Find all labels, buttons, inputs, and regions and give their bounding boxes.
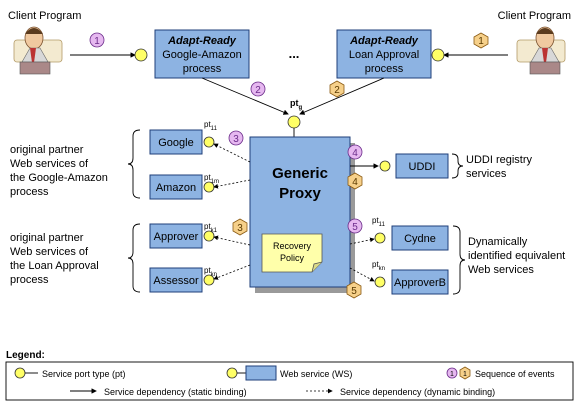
- uddi-port: [379, 160, 391, 172]
- loan-process-port: [431, 48, 445, 62]
- left-top-note-3: the Google-Amazon: [10, 172, 108, 184]
- legend-seq-hex: 1: [459, 366, 471, 380]
- svg-text:1: 1: [463, 371, 467, 378]
- event-3-circle-marker: 3: [228, 130, 244, 146]
- event-4-circle-marker: 4: [347, 144, 363, 160]
- google-port-label: pt11: [204, 120, 218, 132]
- google-amazon-process-box: [154, 29, 250, 79]
- loan-approval-process-box: [336, 29, 432, 79]
- amazon-port-label: pt1m: [204, 173, 219, 185]
- assessor-port: [203, 274, 215, 286]
- svg-text:4: 4: [352, 177, 358, 188]
- google-process-title: Adapt-Ready: [167, 35, 237, 47]
- google-service-label: Google: [158, 137, 193, 149]
- svg-text:Recovery: Recovery: [273, 241, 312, 251]
- brace-right-uddi: [451, 153, 464, 179]
- recovery-policy-note: Recovery Policy: [261, 233, 323, 273]
- google-service-box: [149, 129, 203, 155]
- amazon-service-label: Amazon: [156, 182, 196, 194]
- event-1-circle-marker: 1: [89, 32, 105, 48]
- left-bottom-note-4: process: [10, 274, 49, 286]
- right-dynamic-note-2: identified equivalent: [468, 250, 565, 262]
- google-process-port: [134, 48, 148, 62]
- event-1-hex-marker: 1: [473, 32, 489, 49]
- svg-text:1: 1: [478, 36, 484, 47]
- left-top-note-1: original partner: [10, 144, 84, 156]
- client-person-left-icon: [13, 26, 63, 75]
- svg-text:5: 5: [351, 286, 357, 297]
- assessor-service-label: Assessor: [153, 275, 199, 287]
- approverb-port: [374, 276, 386, 288]
- svg-text:1: 1: [450, 371, 454, 378]
- loan-process-line1: Loan Approval: [349, 49, 419, 61]
- svg-text:3: 3: [237, 223, 243, 234]
- google-port: [203, 136, 215, 148]
- proxy-title-line1: Generic: [272, 165, 328, 182]
- uddi-service-box: [395, 153, 449, 179]
- legend-port-type: Service port type (pt): [42, 369, 126, 379]
- loan-process-title: Adapt-Ready: [349, 35, 419, 47]
- google-process-line2: process: [183, 63, 222, 75]
- legend-box: [5, 361, 574, 401]
- legend-ws-port-swatch: [226, 367, 238, 379]
- event-4-hex-marker: 4: [347, 172, 363, 190]
- svg-text:Policy: Policy: [280, 253, 305, 263]
- right-uddi-note-1: UDDI registry: [466, 154, 533, 166]
- legend-title: Legend:: [6, 350, 45, 361]
- proxy-port-label: ptg: [290, 98, 303, 111]
- approver-service-box: [149, 223, 203, 249]
- proxy-title-line2: Proxy: [279, 185, 321, 202]
- approverb-port-label: ptkn: [372, 260, 385, 272]
- loan-process-line2: process: [365, 63, 404, 75]
- client-program-right-label: Client Program: [498, 10, 571, 22]
- svg-text:4: 4: [352, 148, 358, 159]
- cydne-port: [374, 232, 386, 244]
- amazon-service-box: [149, 174, 203, 200]
- left-top-note-2: Web services of: [10, 158, 89, 170]
- svg-text:1: 1: [94, 36, 100, 47]
- svg-text:5: 5: [352, 222, 358, 233]
- legend-static: Service dependency (static binding): [104, 387, 247, 397]
- assessor-port-label: ptkn: [204, 266, 217, 278]
- right-dynamic-note-3: Web services: [468, 264, 534, 276]
- approverb-service-box: [391, 269, 449, 295]
- left-bottom-note-3: the Loan Approval: [10, 260, 99, 272]
- assessor-service-box: [149, 267, 203, 293]
- svg-text:2: 2: [334, 85, 340, 96]
- approverb-service-label: ApproverB: [394, 277, 446, 289]
- uddi-service-label: UDDI: [409, 161, 436, 173]
- cydne-service-box: [391, 225, 449, 251]
- brace-left-bottom: [127, 223, 141, 293]
- google-process-line1: Google-Amazon: [162, 49, 242, 61]
- svg-text:2: 2: [255, 85, 261, 96]
- approver-port-label: ptk1: [204, 222, 218, 234]
- right-dynamic-note-1: Dynamically: [468, 236, 528, 248]
- cydne-service-label: Cydne: [404, 233, 436, 245]
- process-ellipsis: ...: [289, 46, 300, 61]
- brace-right-dynamic: [452, 225, 466, 295]
- approver-service-label: Approver: [154, 231, 199, 243]
- event-5-circle-marker: 5: [347, 218, 363, 234]
- legend-sequence: Sequence of events: [475, 369, 555, 379]
- left-top-note-4: process: [10, 186, 49, 198]
- client-program-left-label: Client Program: [8, 10, 81, 22]
- proxy-port: [287, 115, 301, 129]
- event-2-hex-marker: 2: [329, 80, 345, 98]
- legend-port-swatch: [14, 367, 26, 379]
- event-3-hex-marker: 3: [232, 218, 248, 236]
- event-2-circle-marker: 2: [250, 81, 266, 97]
- left-bottom-note-2: Web services of: [10, 246, 89, 258]
- cydne-port-label: pt11: [372, 216, 386, 228]
- event-5-hex-marker: 5: [346, 281, 362, 299]
- legend-ws-swatch: [245, 365, 277, 381]
- right-uddi-note-2: services: [466, 168, 507, 180]
- legend-web-service: Web service (WS): [280, 369, 352, 379]
- client-person-right-icon: [516, 26, 566, 75]
- left-bottom-note-1: original partner: [10, 232, 84, 244]
- legend-seq-circle: 1: [446, 367, 458, 379]
- brace-left-top: [127, 129, 141, 199]
- svg-text:3: 3: [233, 134, 239, 145]
- legend-dynamic: Service dependency (dynamic binding): [340, 387, 495, 397]
